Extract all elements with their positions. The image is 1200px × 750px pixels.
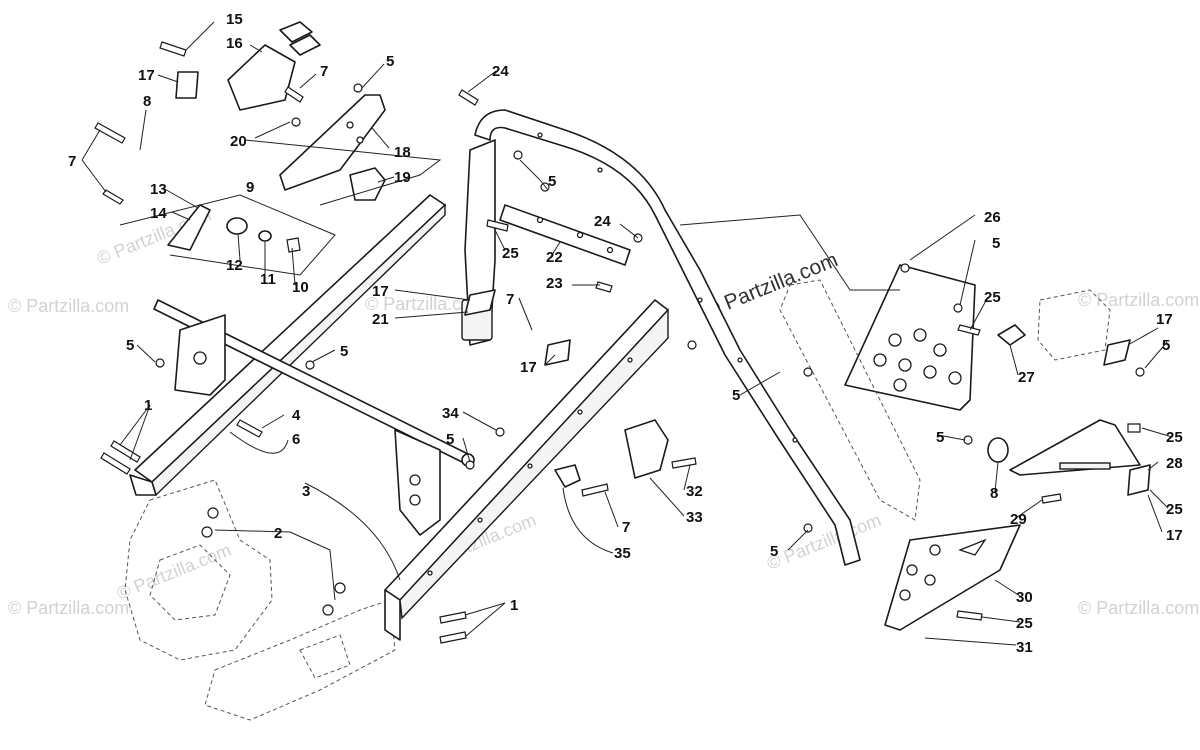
- callout-18: 18: [394, 144, 411, 161]
- callout-5: 5: [446, 431, 454, 448]
- callout-35: 35: [614, 545, 631, 562]
- callout-5: 5: [770, 543, 778, 560]
- callout-25: 25: [1166, 429, 1183, 446]
- callout-24: 24: [492, 63, 509, 80]
- callout-7: 7: [320, 63, 328, 80]
- ghost-vertical-plate: [779, 279, 921, 521]
- callout-26: 26: [984, 209, 1001, 226]
- bolt-10: [286, 237, 301, 253]
- right-cross-bracket: [394, 429, 441, 536]
- callout-19: 19: [394, 169, 411, 186]
- watermark-left: © Partzilla.com: [8, 296, 129, 316]
- solenoid-33: [624, 419, 669, 479]
- clamp-8-right: [987, 437, 1009, 463]
- watermark-bottom-right: © Partzilla.com: [1078, 598, 1199, 618]
- callout-5: 5: [1162, 337, 1170, 354]
- spacer-12: [226, 217, 248, 235]
- watermark-bottom-left: © Partzilla.com: [8, 598, 129, 618]
- callout-5: 5: [548, 173, 556, 190]
- callout-31: 31: [1016, 639, 1033, 656]
- callout-17: 17: [1156, 311, 1173, 328]
- callout-7: 7: [68, 153, 76, 170]
- callout-7: 7: [506, 291, 514, 308]
- callout-25: 25: [984, 289, 1001, 306]
- chassis-ghost: [124, 479, 396, 721]
- triangle-plate-26: [844, 264, 976, 411]
- callout-27: 27: [1018, 369, 1035, 386]
- callout-3: 3: [302, 483, 310, 500]
- callout-7: 7: [622, 519, 630, 536]
- bracket-28: [1009, 419, 1141, 476]
- callout-23: 23: [546, 275, 563, 292]
- callout-12: 12: [226, 257, 243, 274]
- callout-34: 34: [442, 405, 459, 422]
- callout-16: 16: [226, 35, 243, 52]
- watermark-right-diag-low: © Partzilla.com: [764, 510, 884, 574]
- callout-24: 24: [594, 213, 611, 230]
- plate-30: [884, 524, 1021, 631]
- callout-1: 1: [144, 397, 152, 414]
- callout-32: 32: [686, 483, 703, 500]
- callout-6: 6: [292, 431, 300, 448]
- group-outline-9: [119, 139, 442, 276]
- callout-5: 5: [386, 53, 394, 70]
- plate-22: [499, 204, 631, 266]
- upper-left-rail: [129, 194, 446, 497]
- callout-5: 5: [732, 387, 740, 404]
- callout-17: 17: [520, 359, 537, 376]
- leader-lines: [81, 21, 1173, 646]
- steering-hoop: [474, 109, 861, 566]
- callout-25: 25: [1016, 615, 1033, 632]
- watermark-center: © Partzilla.com: [365, 294, 486, 314]
- callout-1: 1: [510, 597, 518, 614]
- front-frame-tube: [384, 299, 669, 641]
- electrical-module-16: [227, 21, 321, 111]
- callout-8: 8: [143, 93, 151, 110]
- watermark-main: © Partzilla.com: [701, 248, 841, 322]
- callout-4: 4: [292, 407, 301, 424]
- callout-20: 20: [230, 133, 247, 150]
- callout-5: 5: [340, 343, 348, 360]
- callout-5: 5: [992, 235, 1000, 252]
- washer-11: [258, 230, 272, 242]
- callout-9: 9: [246, 179, 254, 196]
- callout-17: 17: [372, 283, 389, 300]
- callout-8: 8: [990, 485, 998, 502]
- callout-17: 17: [138, 67, 155, 84]
- left-cross-bracket: [174, 314, 226, 396]
- clamp-35: [554, 464, 581, 488]
- grommet-27: [997, 324, 1026, 346]
- watermark-left-diag-low: © Partzilla.com: [114, 540, 234, 604]
- callout-25: 25: [1166, 501, 1183, 518]
- relay-19: [349, 167, 386, 201]
- callout-28: 28: [1166, 455, 1183, 472]
- bracket-18: [279, 94, 386, 191]
- callout-22: 22: [546, 249, 563, 266]
- callout-21: 21: [372, 311, 389, 328]
- fasteners: [94, 41, 1145, 644]
- callout-25: 25: [502, 245, 519, 262]
- callout-5: 5: [126, 337, 134, 354]
- callout-5: 5: [936, 429, 944, 446]
- callout-10: 10: [292, 279, 309, 296]
- callout-14: 14: [150, 205, 167, 222]
- watermark-right: © Partzilla.com: [1078, 290, 1199, 310]
- callout-29: 29: [1010, 511, 1027, 528]
- callout-2: 2: [274, 525, 282, 542]
- callout-numbers: 15 16 17 7 5 8 20 18 19 7 13 9 14 12 11 …: [68, 11, 1183, 656]
- callout-30: 30: [1016, 589, 1033, 606]
- callout-33: 33: [686, 509, 703, 526]
- watermark-layer: © Partzilla.com © Partzilla.com © Partzi…: [8, 205, 1199, 618]
- callout-11: 11: [260, 271, 276, 288]
- ghost-box-27: [1037, 289, 1111, 361]
- callout-17: 17: [1166, 527, 1183, 544]
- straps: [175, 71, 1151, 496]
- bracket-14: [167, 204, 211, 251]
- callout-15: 15: [226, 11, 243, 28]
- callout-13: 13: [150, 181, 167, 198]
